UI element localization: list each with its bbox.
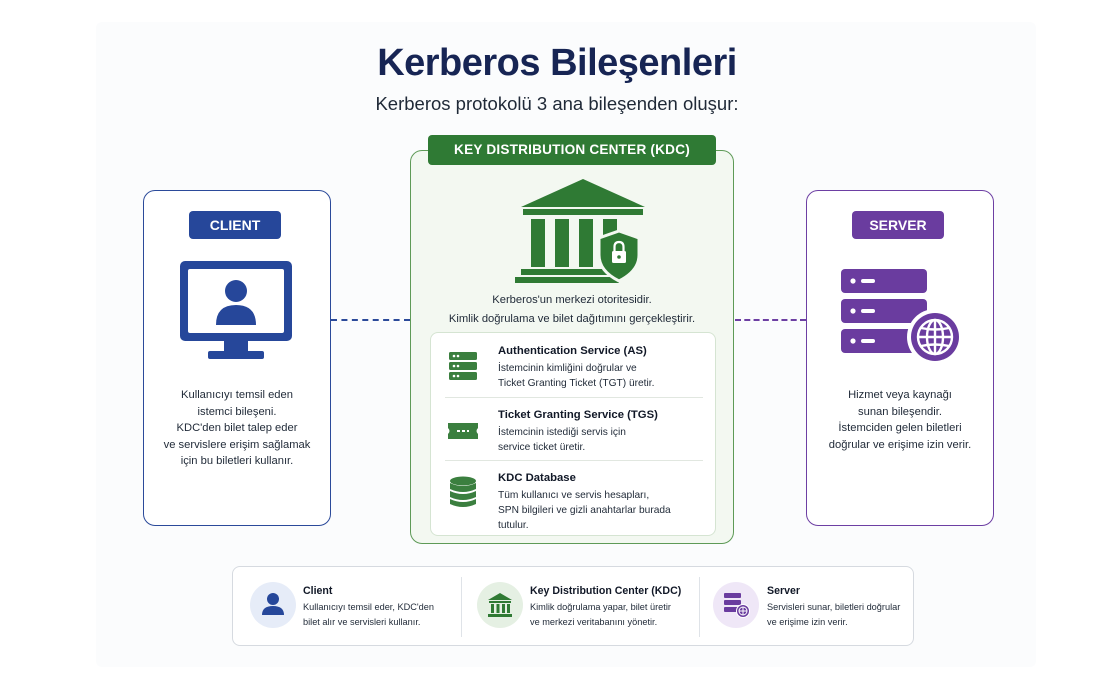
service-text: İstemcinin kimliğini doğrular ve Ticket … [498, 363, 655, 389]
server-badge: SERVER [852, 211, 944, 239]
service-title: KDC Database [498, 472, 576, 484]
kdc-services-list: Authentication Service (AS) İstemcinin k… [430, 332, 716, 536]
client-kdc-connector [331, 319, 410, 321]
kdc-badge: KEY DISTRIBUTION CENTER (KDC) [428, 135, 716, 165]
client-panel: CLIENT Kullanıcıyı temsil eden istemci b… [143, 190, 331, 526]
legend-item-server: Server Servisleri sunar, biletleri doğru… [699, 567, 913, 647]
service-text: İstemcinin istediği servis için service … [498, 427, 626, 453]
kdc-panel: Kerberos'un merkezi otoritesidir. Kimlik… [410, 150, 734, 544]
page-title: Kerberos Bileşenleri [377, 42, 737, 84]
legend-text: Servisleri sunar, biletleri doğrular ve … [767, 602, 901, 627]
page-subtitle: Kerberos protokolü 3 ana bileşenden oluş… [375, 93, 739, 114]
service-text: Tüm kullanıcı ve servis hesapları, SPN b… [498, 490, 671, 531]
service-title: Authentication Service (AS) [498, 345, 647, 357]
ticket-icon [448, 423, 478, 439]
legend: Client Kullanıcıyı temsil eder, KDC'den … [232, 566, 914, 646]
client-badge: CLIENT [189, 211, 281, 239]
legend-item-client: Client Kullanıcıyı temsil eder, KDC'den … [233, 567, 461, 647]
legend-divider [699, 577, 700, 637]
service-title: Ticket Granting Service (TGS) [498, 409, 658, 421]
divider [445, 397, 703, 398]
server-globe-icon [841, 269, 963, 365]
divider [445, 460, 703, 461]
client-description: Kullanıcıyı temsil eden istemci bileşeni… [163, 389, 311, 467]
bank-icon [488, 593, 512, 617]
user-monitor-icon [180, 261, 292, 359]
user-icon [262, 593, 284, 615]
server-globe-icon [724, 593, 750, 618]
kdc-server-connector [735, 319, 806, 321]
legend-title: Key Distribution Center (KDC) [530, 585, 682, 597]
server-description: Hizmet veya kaynağı sunan bileşendir. İs… [828, 389, 972, 451]
legend-title: Server [767, 585, 800, 597]
legend-server-circle [713, 582, 759, 628]
server-panel: SERVER Hizmet veya kaynağı sunan bileşen… [806, 190, 994, 526]
bank-shield-lock-icon [515, 179, 645, 283]
legend-title: Client [303, 585, 333, 597]
legend-kdc-circle [477, 582, 523, 628]
legend-divider [461, 577, 462, 637]
legend-text: Kimlik doğrulama yapar, bilet üretir ve … [530, 602, 671, 627]
kdc-description: Kerberos'un merkezi otoritesidir. Kimlik… [448, 294, 696, 325]
server-stack-icon [449, 352, 477, 380]
legend-text: Kullanıcıyı temsil eder, KDC'den bilet a… [303, 602, 434, 627]
database-icon [450, 476, 476, 507]
legend-client-circle [250, 582, 296, 628]
legend-item-kdc: Key Distribution Center (KDC) Kimlik doğ… [461, 567, 699, 647]
